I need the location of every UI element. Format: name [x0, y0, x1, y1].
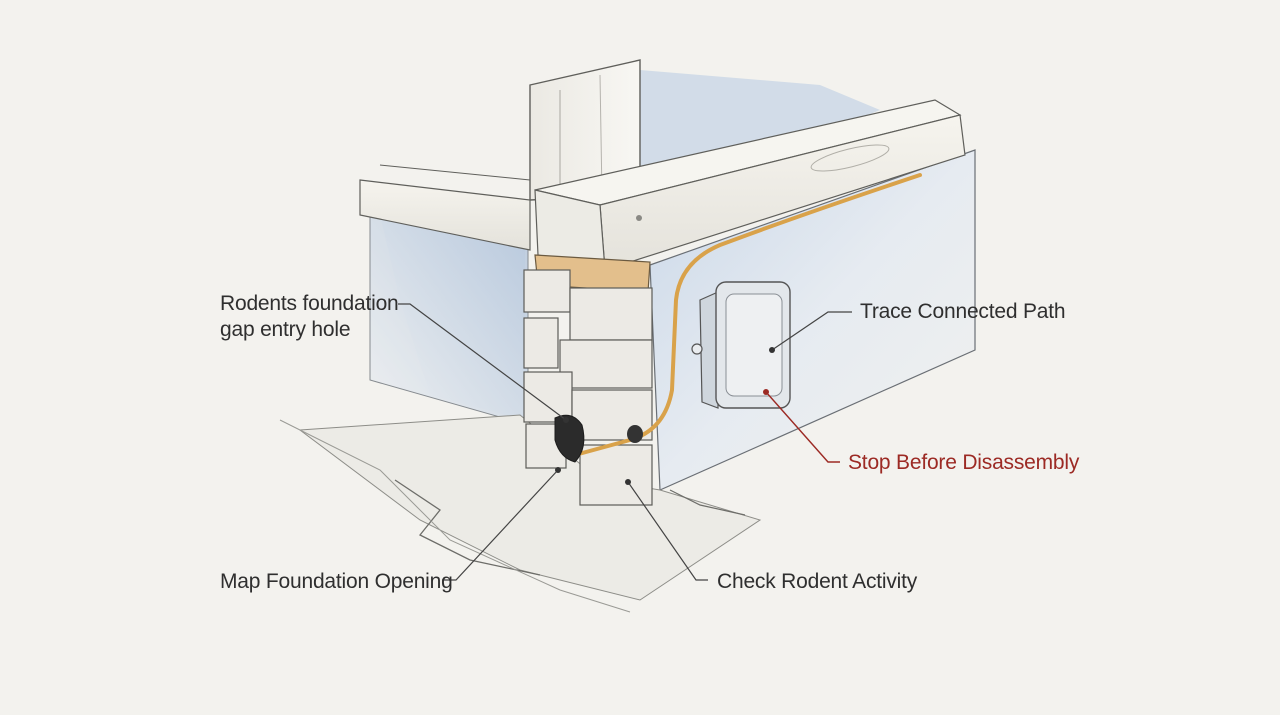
label-map-opening: Map Foundation Opening [220, 570, 453, 593]
electrical-box-lid [725, 293, 783, 397]
label-rodent-entry: Rodents foundation gap entry hole [220, 291, 399, 343]
leader-dot-stop [763, 389, 769, 395]
leader-dot-check [625, 479, 631, 485]
left-sill-beam [359, 179, 531, 251]
beam-bolt [636, 215, 642, 221]
leader-rodent-entry [398, 303, 567, 421]
ground-crack-left [394, 479, 541, 576]
ground-crack-right [669, 489, 746, 516]
small-foundation-hole [627, 425, 643, 443]
box-mount-tab [691, 343, 703, 355]
wood-knot [810, 144, 890, 172]
leader-trace-path [771, 311, 852, 351]
left-beam-line [379, 164, 531, 181]
rodent-entry-hole [554, 414, 585, 463]
leader-dot-trace [769, 347, 775, 353]
electrical-box-side [699, 291, 719, 409]
label-trace-path: Trace Connected Path [860, 300, 1066, 323]
leader-dot-map [555, 467, 561, 473]
brick-pier [523, 269, 653, 506]
ground-line [279, 419, 631, 613]
leader-stop [765, 391, 840, 463]
label-rodent-entry-line1: Rodents foundation [220, 292, 399, 315]
leader-dot-rodent [563, 417, 569, 423]
leader-map-opening [442, 469, 559, 581]
label-check-activity: Check Rodent Activity [717, 570, 918, 593]
label-stop-disassembly: Stop Before Disassembly [848, 451, 1080, 474]
leader-check-activity [627, 481, 708, 581]
label-rodent-entry-line2: gap entry hole [220, 318, 351, 341]
cable-path [573, 173, 922, 457]
